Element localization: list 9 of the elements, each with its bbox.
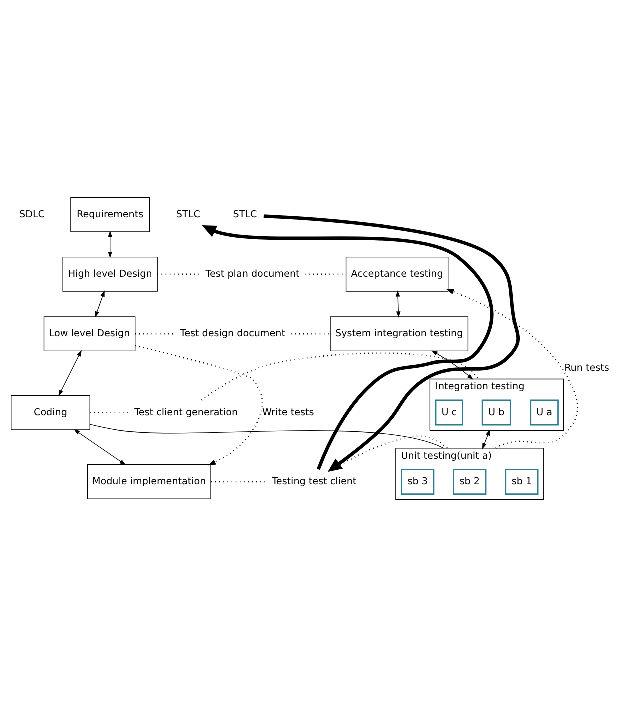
node-text: Test client generation: [134, 407, 238, 418]
label: SDLC: [20, 209, 45, 220]
node-text: Testing test client: [272, 476, 357, 488]
node-text: Test plan document: [206, 268, 300, 280]
edge-label: Write tests: [262, 407, 314, 418]
node-text: STLC: [233, 209, 258, 220]
node-text: Test design document: [180, 328, 286, 340]
edge-label: Run tests: [564, 363, 610, 374]
node-text: STLC: [176, 209, 200, 220]
